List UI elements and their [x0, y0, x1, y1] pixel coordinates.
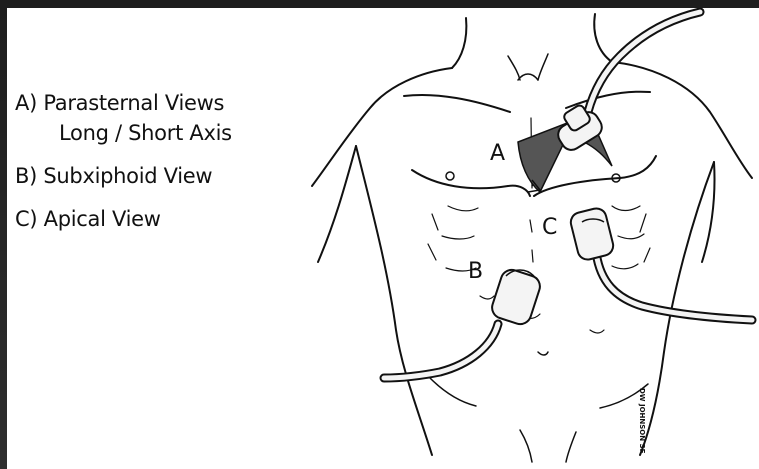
navel	[538, 352, 548, 355]
diagram-panel: A) Parasternal Views Long / Short Axis B…	[7, 8, 759, 469]
label-c: C	[542, 215, 557, 240]
probe-c-cable	[596, 252, 752, 320]
left-arm-outline	[318, 146, 356, 262]
left-torso-outline	[356, 146, 432, 455]
left-shoulder-outline	[312, 68, 452, 186]
neck-outline	[452, 18, 466, 68]
artist-signature: DW JOHNSON SF	[638, 388, 646, 454]
label-a: A	[490, 141, 505, 166]
probe-c-head	[569, 206, 616, 261]
right-shoulder-outline	[612, 62, 752, 178]
probe-a-parasternal	[518, 12, 700, 192]
label-b: B	[468, 259, 483, 284]
neck-outline-right	[594, 14, 612, 62]
left-clavicle	[404, 95, 510, 112]
left-pectoral	[412, 170, 530, 196]
left-nipple	[446, 172, 454, 180]
probe-c-apical	[569, 206, 752, 320]
torso-illustration: A C B DW JOHNSON SF	[7, 8, 759, 469]
probe-b-subxiphoid	[384, 267, 543, 378]
